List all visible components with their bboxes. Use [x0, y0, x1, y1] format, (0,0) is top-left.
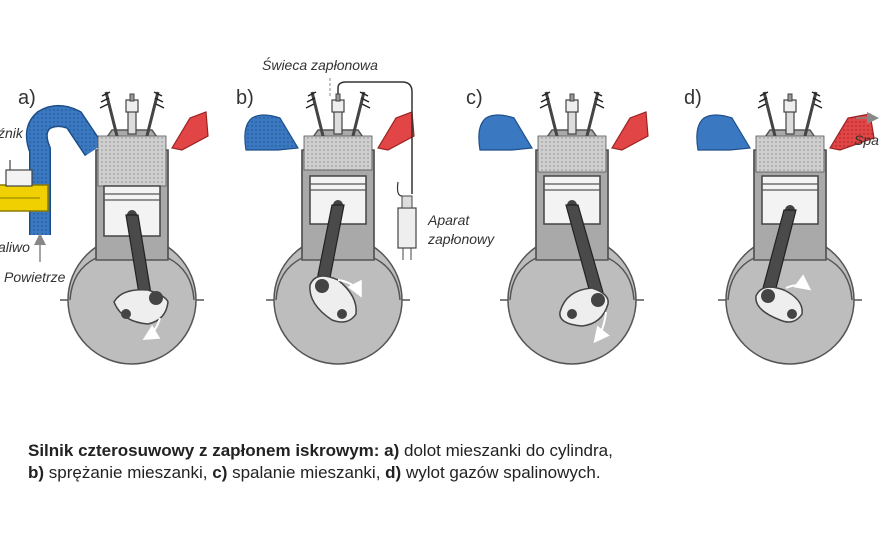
caption-title: Silnik czterosuwowy z zapłonem iskrowym: [28, 441, 380, 460]
engine-b [244, 81, 415, 366]
engine-d [696, 90, 875, 366]
spark-plug-label: Świeca zapłonowa [262, 56, 378, 73]
exhaust-label: Spa [854, 132, 879, 148]
caption-key-c: c) [212, 463, 228, 482]
stroke-label-c: c) [466, 87, 483, 109]
fuel-label: aliwo [0, 239, 30, 255]
ignition-device [396, 181, 417, 260]
caption-key-d: d) [385, 463, 402, 482]
caption-text-d: wylot gazów spalinowych. [401, 463, 601, 482]
ignition-device-label-2: zapłonowy [427, 231, 495, 247]
stroke-label-a: a) [18, 87, 36, 109]
engine-a [25, 90, 209, 366]
caption-key-a: a) [384, 441, 400, 460]
stroke-label-b: b) [236, 87, 254, 109]
figure-caption: Silnik czterosuwowy z zapłonem iskrowym:… [28, 440, 868, 484]
ignition-device-label-1: Aparat [427, 212, 470, 228]
stroke-label-d: d) [684, 87, 702, 109]
carburetor [0, 160, 49, 212]
caption-key-b: b) [28, 463, 45, 482]
caption-text-b: sprężanie mieszanki, [44, 463, 213, 482]
caption-text-c: spalanie mieszanki, [227, 463, 386, 482]
carburetor-label: źnik [0, 125, 24, 141]
engine-c [478, 90, 649, 366]
caption-text-a: dolot mieszanki do cylindra, [399, 441, 613, 460]
air-label: Powietrze [4, 269, 66, 285]
